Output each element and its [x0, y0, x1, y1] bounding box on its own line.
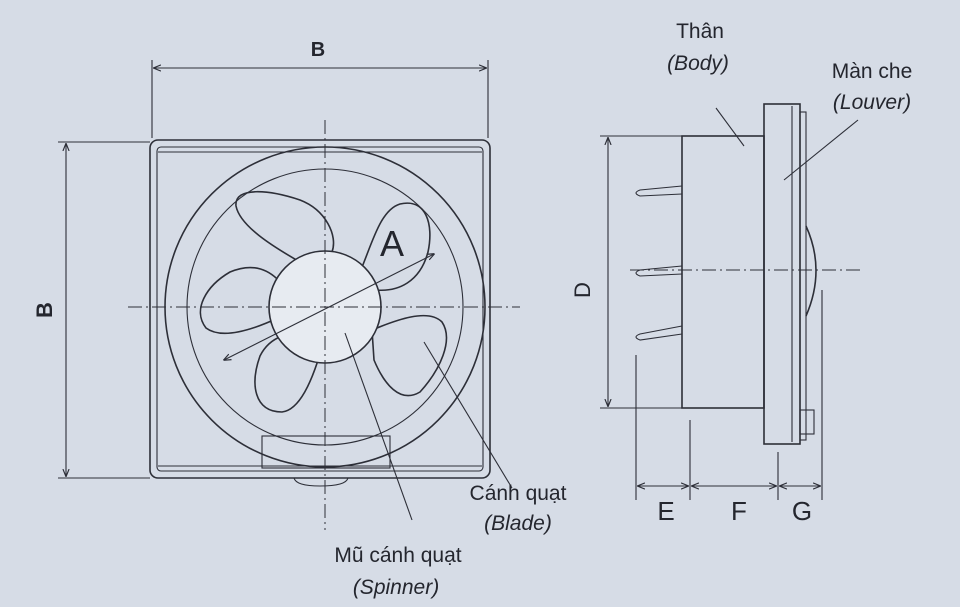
fan-blade-3	[371, 314, 448, 397]
louver-leader	[783, 119, 859, 181]
mounting-tab-middle	[635, 265, 683, 277]
spinner-leader	[344, 332, 413, 521]
body-label-vi: Thân	[676, 20, 724, 43]
dim-g-label: G	[792, 496, 812, 526]
mounting-tab-top	[635, 185, 683, 197]
fan-blade-1	[235, 190, 335, 263]
louver-label-vi: Màn che	[832, 60, 913, 83]
body-label-en: (Body)	[667, 52, 729, 75]
dim-d-label: D	[570, 282, 595, 298]
side-louver	[763, 103, 801, 445]
side-dome	[805, 225, 817, 317]
side-body	[681, 135, 765, 409]
spinner-label-en: (Spinner)	[353, 576, 439, 599]
body-leader	[715, 107, 745, 147]
front-frame-outer	[149, 139, 491, 479]
side-bottom-tab	[799, 409, 815, 435]
mounting-tab-bottom	[635, 325, 683, 341]
dim-b-top-label: B	[311, 39, 325, 61]
dim-f-label: F	[731, 496, 747, 526]
blade-label-en: (Blade)	[484, 512, 552, 535]
front-view: B B A	[32, 39, 567, 599]
louver-label-en: (Louver)	[833, 91, 911, 114]
blade-leader	[423, 341, 513, 489]
dim-a-line	[224, 254, 434, 360]
front-bottom-tab	[261, 435, 391, 469]
side-louver-lip	[799, 111, 807, 441]
mounting-tabs	[635, 185, 683, 341]
blade-label-vi: Cánh quạt	[470, 482, 567, 505]
spinner-label-vi: Mũ cánh quạt	[334, 544, 461, 567]
dim-a-label: A	[380, 223, 404, 264]
front-bottom-knob	[293, 477, 349, 487]
side-view: D E F G Thân (Body	[570, 20, 912, 526]
dim-b-left-label: B	[32, 302, 57, 318]
dim-e-label: E	[657, 496, 674, 526]
